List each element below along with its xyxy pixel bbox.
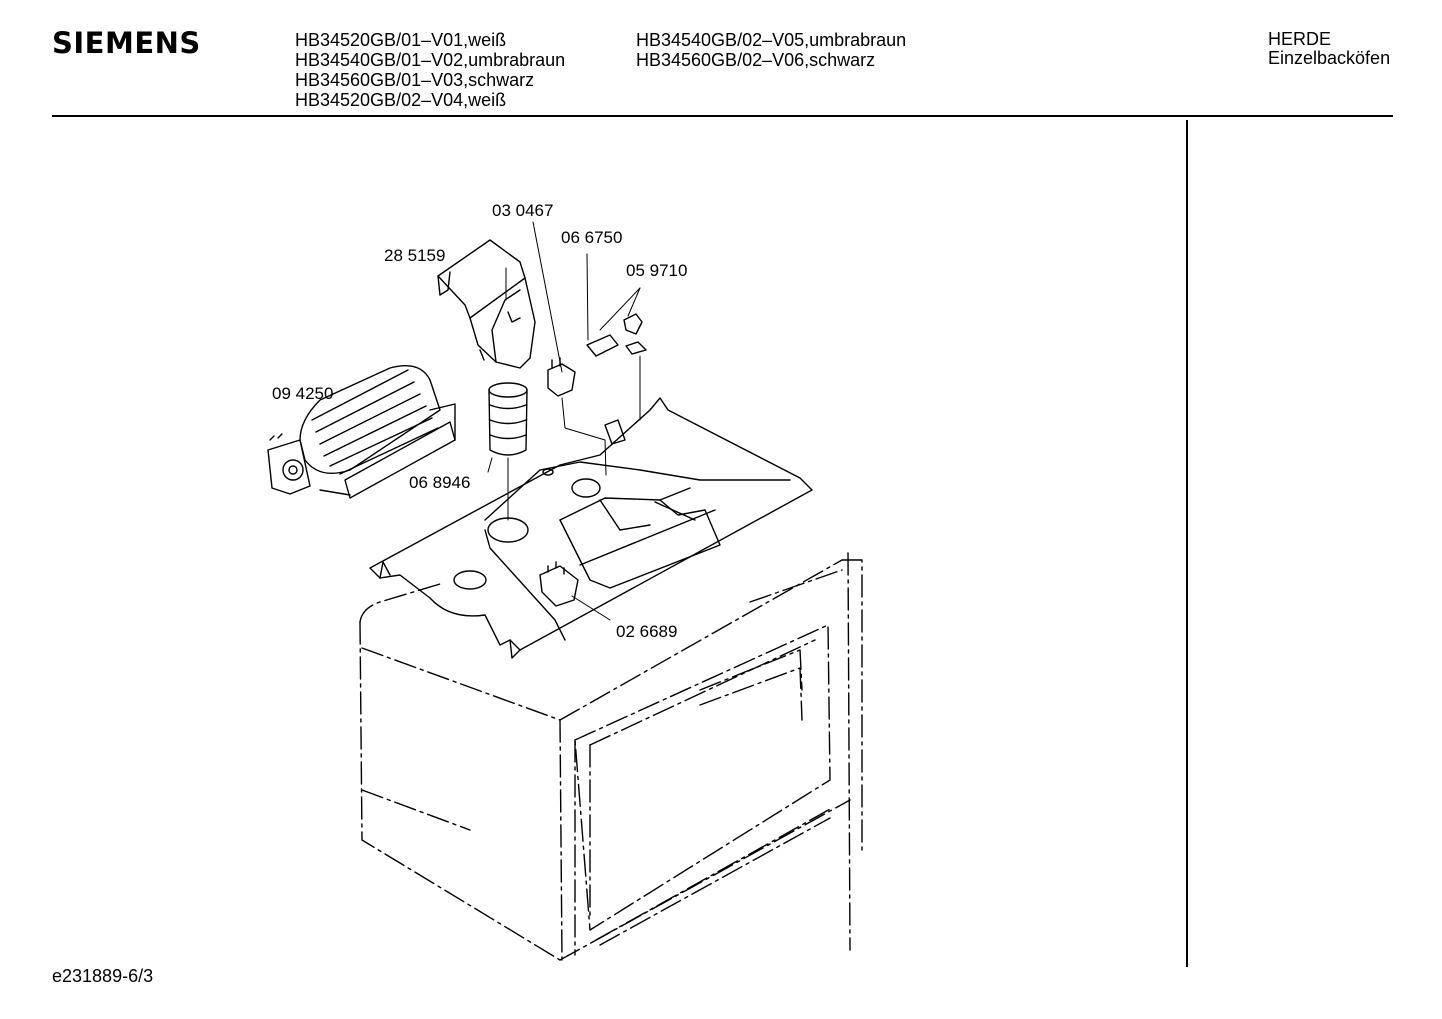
product-category: HERDE Einzelbacköfen xyxy=(1268,30,1390,68)
model-line: HB34520GB/02–V04,weiß xyxy=(295,90,507,110)
fan-shroud xyxy=(437,239,536,369)
thermostat-030467 xyxy=(547,357,576,397)
model-line: HB34540GB/02–V05,umbrabraun xyxy=(636,30,907,50)
relay-026689 xyxy=(539,561,579,607)
category-subtitle: Einzelbacköfen xyxy=(1268,48,1391,68)
document-id: e231889-6/3 xyxy=(52,966,154,986)
siemens-logo: SIEMENS xyxy=(52,26,201,60)
model-line: HB34540GB/01–V02,umbrabraun xyxy=(295,50,566,70)
leader-lines xyxy=(487,221,641,621)
sensor-066750 xyxy=(586,334,619,357)
part-label: 09 4250 xyxy=(272,384,333,403)
category-title: HERDE xyxy=(1268,29,1332,49)
header-divider xyxy=(52,115,1393,117)
tangential-fan-motor xyxy=(267,365,456,499)
part-label: 06 6750 xyxy=(561,228,622,247)
oven-cavity xyxy=(359,552,863,961)
part-label: 05 9710 xyxy=(626,261,687,280)
model-line: HB34520GB/01–V01,weiß xyxy=(295,30,507,50)
part-label: 03 0467 xyxy=(492,201,553,220)
switch-059710 xyxy=(623,313,647,355)
part-label: 06 8946 xyxy=(409,473,470,492)
model-list-right: HB34540GB/02–V05,umbrabraun HB34560GB/02… xyxy=(636,30,906,70)
part-label: 02 6689 xyxy=(616,622,677,641)
model-line: HB34560GB/01–V03,schwarz xyxy=(295,70,535,90)
part-label: 28 5159 xyxy=(384,246,445,265)
side-divider xyxy=(1186,120,1188,967)
model-line: HB34560GB/02–V06,schwarz xyxy=(636,50,876,70)
model-list-left: HB34520GB/01–V01,weiß HB34540GB/01–V02,u… xyxy=(295,30,565,110)
base-plate xyxy=(369,397,813,659)
fan-wheel xyxy=(488,382,528,456)
